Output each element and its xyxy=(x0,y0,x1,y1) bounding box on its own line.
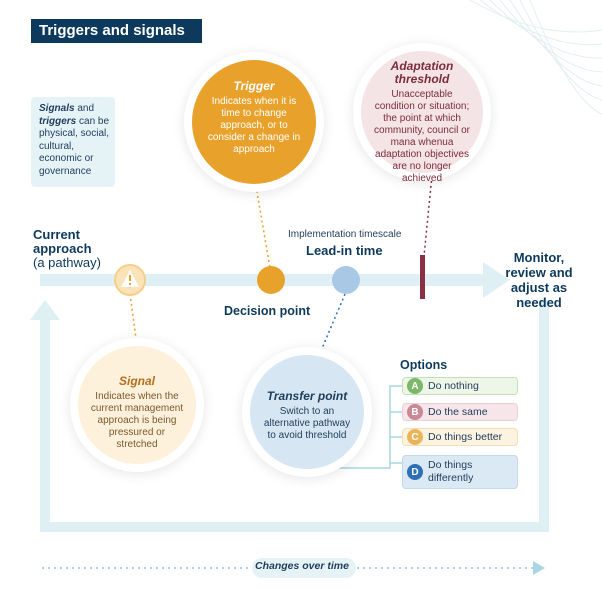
option-d-label: Do things differently xyxy=(428,459,474,484)
transfer-point-bubble: Transfer point Switch to an alternative … xyxy=(250,355,364,469)
changes-over-time-arrow xyxy=(42,558,545,578)
trigger-desc: Indicates when it is time to change appr… xyxy=(207,96,301,155)
option-b: B Do the same xyxy=(402,403,518,421)
signal-desc: Indicates when the current management ap… xyxy=(90,391,184,450)
option-a-label: Do nothing xyxy=(428,380,479,392)
threshold-marker xyxy=(420,255,425,299)
page-title: Triggers and signals xyxy=(31,19,202,43)
option-b-badge: B xyxy=(407,404,423,420)
changes-over-time-label: Changes over time xyxy=(255,560,349,572)
and-word: and xyxy=(77,103,95,114)
transfer-connector xyxy=(317,293,346,359)
options-heading: Options xyxy=(400,358,448,372)
transfer-point-marker xyxy=(332,266,360,294)
option-c: C Do things better xyxy=(402,428,518,446)
threshold-connector xyxy=(423,175,433,257)
signal-bubble: Signal Indicates when the current manage… xyxy=(78,346,196,464)
current-approach-label: Current approach (a pathway) xyxy=(33,228,101,270)
monitor-label: Monitor, review and adjust as needed xyxy=(505,250,573,310)
adaptation-threshold-desc: Unacceptable condition or situation; the… xyxy=(374,89,470,184)
decision-point-label: Decision point xyxy=(224,304,311,318)
option-a-badge: A xyxy=(407,378,423,394)
option-c-badge: C xyxy=(407,429,423,445)
warning-triangle-icon xyxy=(114,264,146,296)
adaptation-threshold-title: Adaptation threshold xyxy=(390,59,454,86)
adaptation-threshold-bubble: Adaptation threshold Unacceptable condit… xyxy=(361,51,483,184)
triggers-word: triggers xyxy=(39,115,77,127)
options-connector xyxy=(309,385,402,469)
decision-point-marker xyxy=(257,266,285,294)
signals-word: Signals xyxy=(39,103,75,114)
option-a: A Do nothing xyxy=(402,377,518,395)
trigger-title: Trigger xyxy=(233,79,275,93)
trigger-bubble: Trigger Indicates when it is time to cha… xyxy=(192,60,316,184)
current-approach-line2: approach xyxy=(33,241,92,256)
transfer-point-desc: Switch to an alternative pathway to avoi… xyxy=(263,406,351,441)
signal-connector xyxy=(129,293,138,347)
implementation-timescale-label: Implementation timescale xyxy=(288,229,402,240)
signal-title: Signal xyxy=(118,374,155,388)
feedback-loop-arrow xyxy=(30,300,549,532)
signals-note-rest: can be physical, social, cultural, econo… xyxy=(39,115,110,177)
current-approach-line1: Current xyxy=(33,227,80,242)
option-d: D Do things differently xyxy=(402,455,518,489)
current-approach-line3: (a pathway) xyxy=(33,255,101,270)
decorative-wave-lines xyxy=(469,0,602,115)
signals-note: Signals and triggers can be physical, so… xyxy=(31,97,115,187)
trigger-connector xyxy=(255,185,271,269)
option-b-label: Do the same xyxy=(428,406,488,418)
option-d-badge: D xyxy=(407,464,423,480)
lead-in-time-label: Lead-in time xyxy=(306,243,383,258)
transfer-point-title: Transfer point xyxy=(266,389,348,403)
option-c-label: Do things better xyxy=(428,431,503,443)
